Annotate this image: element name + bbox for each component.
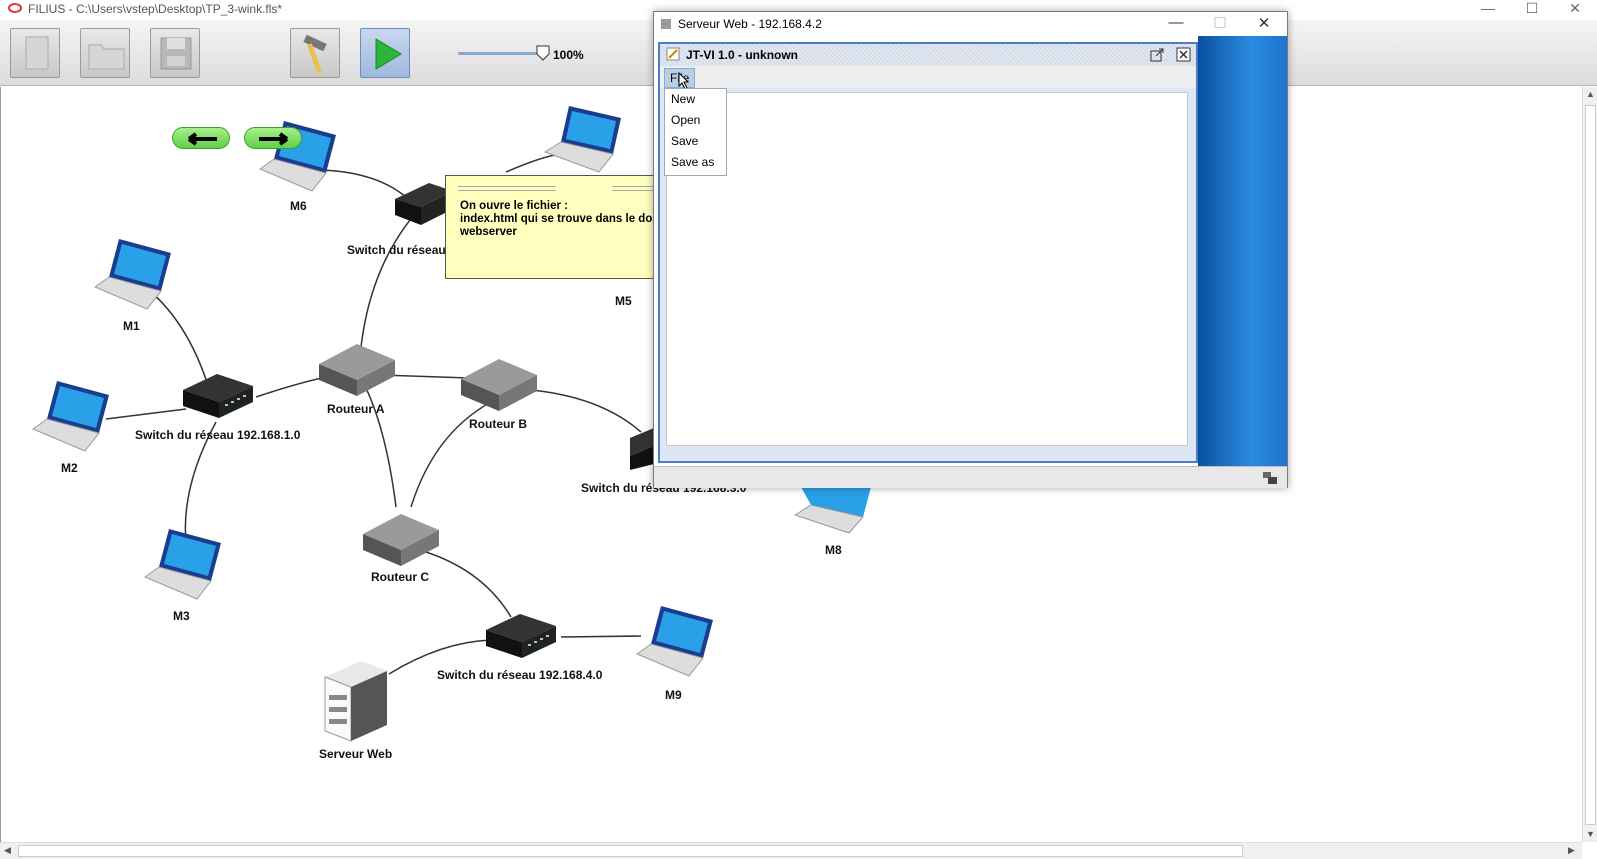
node-label: Routeur B xyxy=(469,417,527,431)
server-taskbar xyxy=(654,466,1287,488)
laptop-m2[interactable]: M2 xyxy=(29,377,109,475)
file-menu-dropdown: New Open Save Save as xyxy=(664,88,727,176)
editor-title: JT-VI 1.0 - unknown xyxy=(686,48,799,62)
note-rule xyxy=(458,186,556,191)
switch-icon xyxy=(486,614,556,658)
arrow-right-icon xyxy=(259,132,289,146)
play-icon xyxy=(375,38,402,70)
laptop-icon xyxy=(143,529,221,600)
open-folder-icon xyxy=(88,44,125,70)
zoom-slider-thumb[interactable] xyxy=(536,45,550,61)
node-label: Switch du réseau 192.168.4.0 xyxy=(437,668,603,682)
horizontal-scroll-thumb[interactable] xyxy=(18,845,1243,857)
switch-192-168-4-0[interactable]: Switch du réseau 192.168.4.0 xyxy=(437,612,602,682)
laptop-icon xyxy=(543,106,621,173)
server-desktop: JT-VI 1.0 - unknown File New Ope xyxy=(654,36,1287,466)
editor-close-icon[interactable] xyxy=(1176,47,1191,62)
laptop-icon xyxy=(635,606,713,677)
simulation-mode-button[interactable] xyxy=(360,28,410,78)
editor-text-area[interactable] xyxy=(666,92,1188,446)
maximize-button[interactable]: ☐ xyxy=(1525,0,1539,16)
server-window: Serveur Web - 192.168.4.2 — ☐ ✕ JT-VI 1.… xyxy=(653,11,1288,488)
notepad-icon xyxy=(666,47,680,61)
router-a[interactable]: Routeur A xyxy=(317,342,397,416)
desktop-background xyxy=(1198,36,1287,466)
save-file-button[interactable] xyxy=(150,28,200,78)
minimize-button[interactable]: — xyxy=(1481,0,1495,16)
arrow-left-icon xyxy=(187,132,217,146)
menu-item-save-as[interactable]: Save as xyxy=(671,155,715,169)
node-label: M5 xyxy=(615,294,632,308)
node-label: M6 xyxy=(290,199,307,213)
editor-titlebar[interactable]: JT-VI 1.0 - unknown xyxy=(660,44,1196,66)
server-icon xyxy=(324,661,387,742)
design-mode-button[interactable] xyxy=(290,28,340,78)
hammer-icon xyxy=(303,34,327,74)
laptop-m8[interactable]: M8 xyxy=(791,487,871,557)
vertical-scroll-thumb[interactable] xyxy=(1585,105,1596,825)
editor-menubar: File xyxy=(660,66,1196,90)
node-label: Switch du réseau xyxy=(347,243,446,257)
open-file-button[interactable] xyxy=(80,28,130,78)
web-server[interactable]: Serveur Web xyxy=(319,655,392,761)
scroll-down-icon[interactable]: ▼ xyxy=(1586,829,1595,839)
new-file-icon xyxy=(25,36,49,70)
node-label: M8 xyxy=(825,543,842,557)
filius-logo-icon xyxy=(8,3,22,13)
laptop-m1[interactable]: M1 xyxy=(91,235,171,333)
server-close-button[interactable]: ✕ xyxy=(1257,15,1271,32)
node-label: M1 xyxy=(123,319,140,333)
laptop-icon xyxy=(31,381,109,452)
app-title: FILIUS - C:\Users\vstep\Desktop\TP_3-win… xyxy=(28,2,283,16)
switch-top[interactable]: Switch du réseau xyxy=(347,181,453,257)
node-label: M2 xyxy=(61,461,78,475)
menu-item-open[interactable]: Open xyxy=(671,113,701,127)
note-text: On ouvre le fichier : index.html qui se … xyxy=(460,200,679,238)
desktop-switch-icon[interactable] xyxy=(1262,471,1278,485)
horizontal-scrollbar[interactable]: ◀ ▶ xyxy=(0,842,1582,859)
server-window-titlebar[interactable]: Serveur Web - 192.168.4.2 — ☐ ✕ xyxy=(654,12,1287,36)
laptop-icon xyxy=(793,487,871,534)
node-label: M9 xyxy=(665,688,682,702)
server-app-icon xyxy=(661,19,671,29)
vertical-scrollbar[interactable]: ▲ ▼ xyxy=(1582,87,1597,842)
menu-item-save[interactable]: Save xyxy=(671,134,699,148)
laptop-icon xyxy=(93,239,171,310)
scroll-right-icon[interactable]: ▶ xyxy=(1568,845,1575,855)
zoom-label: 100% xyxy=(553,48,584,62)
node-label: Routeur A xyxy=(327,402,385,416)
detach-icon[interactable] xyxy=(1150,48,1164,62)
laptop-m9[interactable]: M9 xyxy=(633,602,713,702)
editor-frame: JT-VI 1.0 - unknown File New Ope xyxy=(658,42,1198,463)
router-icon xyxy=(461,359,537,411)
menu-item-new[interactable]: New xyxy=(671,92,696,106)
node-label: Serveur Web xyxy=(319,747,393,761)
forward-arrow-button[interactable] xyxy=(244,127,302,149)
router-b[interactable]: Routeur B xyxy=(459,357,539,431)
switch-192-168-1-0[interactable]: Switch du réseau 192.168.1.0 xyxy=(135,372,300,442)
router-icon xyxy=(319,344,395,396)
switch-icon xyxy=(183,374,253,418)
node-label: Routeur C xyxy=(371,570,429,584)
scroll-up-icon[interactable]: ▲ xyxy=(1586,89,1595,99)
laptop-m3[interactable]: M3 xyxy=(141,525,221,623)
router-icon xyxy=(363,514,439,566)
floppy-icon xyxy=(160,37,192,70)
server-maximize-button[interactable]: ☐ xyxy=(1213,15,1227,32)
back-arrow-button[interactable] xyxy=(172,127,230,149)
switch-icon xyxy=(630,428,654,470)
node-label: M3 xyxy=(173,609,190,623)
server-window-title: Serveur Web - 192.168.4.2 xyxy=(678,17,822,31)
router-c[interactable]: Routeur C xyxy=(361,512,441,584)
node-label: Switch du réseau 192.168.1.0 xyxy=(135,428,301,442)
switch-icon xyxy=(395,183,453,225)
zoom-slider-track[interactable] xyxy=(458,52,540,55)
new-file-button[interactable] xyxy=(10,28,60,78)
scroll-left-icon[interactable]: ◀ xyxy=(4,845,11,855)
laptop-m5[interactable]: M5 xyxy=(541,104,632,308)
server-minimize-button[interactable]: — xyxy=(1168,14,1184,31)
close-button[interactable]: ✕ xyxy=(1569,0,1581,16)
